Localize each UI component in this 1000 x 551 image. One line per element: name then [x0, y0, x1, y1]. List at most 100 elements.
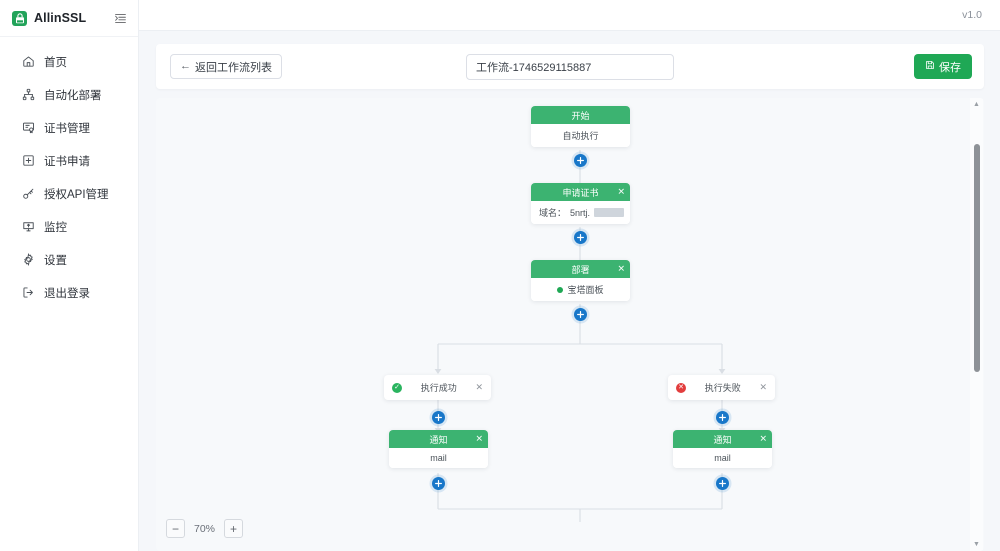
- menu-collapse-icon[interactable]: [112, 10, 128, 26]
- scrollbar-thumb[interactable]: [973, 144, 980, 372]
- add-node-button-failure-branch[interactable]: [715, 411, 729, 424]
- logout-icon: [22, 286, 35, 299]
- flow-connectors: [434, 150, 726, 522]
- zoom-out-button[interactable]: −: [166, 519, 185, 538]
- sidebar-item-label: 证书申请: [44, 155, 90, 168]
- node-header: 部署 ✕: [531, 260, 630, 278]
- sidebar-item-label: 监控: [44, 221, 67, 234]
- workflow-node-start[interactable]: 开始 自动执行: [531, 106, 630, 147]
- add-node-button-after-start[interactable]: [573, 154, 587, 167]
- sidebar-item-cert-apply[interactable]: 证书申请: [0, 144, 138, 177]
- brand-name: AllinSSL: [34, 11, 87, 25]
- sidebar-item-label: 退出登录: [44, 287, 90, 300]
- error-glyph: ✕: [678, 384, 684, 391]
- zoom-level-value: 70%: [194, 522, 216, 535]
- add-node-button-after-deploy[interactable]: [573, 308, 587, 321]
- zoom-in-button[interactable]: +: [224, 519, 244, 538]
- add-node-button-after-notify-failure[interactable]: [715, 477, 729, 490]
- workflow-toolbar: ← 返回工作流列表 保存: [156, 44, 984, 89]
- plus-square-icon: [22, 154, 35, 167]
- node-body-prefix: 域名：: [539, 208, 567, 218]
- back-button-label: 返回工作流列表: [195, 61, 272, 74]
- save-button[interactable]: 保存: [914, 54, 972, 79]
- canvas-vertical-scrollbar[interactable]: ▲ ▼: [970, 98, 983, 551]
- sidebar-item-label: 证书管理: [44, 122, 90, 135]
- node-title: 通知: [713, 434, 732, 445]
- sidebar-item-settings[interactable]: 设置: [0, 243, 138, 276]
- node-close-icon[interactable]: ✕: [475, 433, 483, 444]
- node-body-text: 自动执行: [562, 131, 599, 141]
- sidebar-item-label: 自动化部署: [44, 89, 102, 102]
- branch-close-icon[interactable]: ✕: [475, 382, 483, 392]
- node-header: 通知 ✕: [389, 430, 488, 448]
- save-disk-icon: [925, 60, 935, 73]
- workflow-node-apply-certificate[interactable]: 申请证书 ✕ 域名： 5nrtj.: [531, 183, 630, 224]
- add-node-button-after-notify-success[interactable]: [431, 477, 445, 490]
- sitemap-icon: [22, 88, 35, 101]
- redacted-domain-block: [594, 208, 624, 217]
- add-node-button-after-apply[interactable]: [573, 231, 587, 244]
- workflow-canvas[interactable]: 开始 自动执行 申请证书 ✕ 域名：: [156, 98, 984, 551]
- sidebar-item-monitor[interactable]: 监控: [0, 210, 138, 243]
- monitor-icon: [22, 220, 35, 233]
- node-close-icon[interactable]: ✕: [617, 263, 625, 274]
- node-body: mail: [673, 448, 772, 468]
- workflow-branch-success[interactable]: ✓ 执行成功 ✕: [384, 375, 491, 400]
- node-close-icon[interactable]: ✕: [617, 186, 625, 197]
- node-body-text: 5nrtj.: [570, 207, 591, 218]
- workflow-name-input[interactable]: [466, 53, 674, 80]
- workflow-canvas-container[interactable]: 开始 自动执行 申请证书 ✕ 域名：: [156, 98, 984, 551]
- brand-header: AllinSSL: [0, 0, 138, 37]
- error-circle-icon: ✕: [676, 382, 686, 393]
- sidebar-item-logout[interactable]: 退出登录: [0, 276, 138, 309]
- node-body-text: mail: [714, 453, 731, 463]
- workflow-node-deploy[interactable]: 部署 ✕ 宝塔面板: [531, 260, 630, 301]
- save-button-label: 保存: [939, 61, 961, 74]
- add-node-button-success-branch[interactable]: [431, 411, 445, 424]
- branch-label: 执行失败: [704, 383, 741, 393]
- node-title: 申请证书: [562, 187, 599, 198]
- node-body: 域名： 5nrtj.: [531, 201, 630, 224]
- branch-close-icon[interactable]: ✕: [759, 382, 767, 392]
- arrow-left-icon: ←: [180, 60, 191, 72]
- sidebar-item-label: 首页: [44, 56, 67, 69]
- check-glyph: ✓: [394, 384, 400, 391]
- top-bar: v1.0: [139, 0, 1000, 31]
- node-header: 通知 ✕: [673, 430, 772, 448]
- check-circle-icon: ✓: [392, 382, 402, 393]
- lock-icon: [12, 10, 27, 26]
- node-title: 通知: [429, 434, 448, 445]
- sidebar-item-home[interactable]: 首页: [0, 45, 138, 78]
- sidebar-item-label: 授权API管理: [44, 188, 109, 201]
- scroll-down-arrow-icon[interactable]: ▼: [973, 541, 980, 548]
- node-body-text: mail: [430, 453, 447, 463]
- node-title: 开始: [571, 110, 590, 121]
- sidebar-item-auto-deploy[interactable]: 自动化部署: [0, 78, 138, 111]
- main-area: v1.0 ← 返回工作流列表 保存: [139, 0, 1000, 551]
- workflow-node-notify-success[interactable]: 通知 ✕ mail: [389, 430, 488, 468]
- node-header: 申请证书 ✕: [531, 183, 630, 201]
- node-body: 自动执行: [531, 124, 630, 147]
- scroll-up-arrow-icon[interactable]: ▲: [973, 101, 980, 108]
- node-body: mail: [389, 448, 488, 468]
- node-close-icon[interactable]: ✕: [759, 433, 767, 444]
- workflow-node-notify-failure[interactable]: 通知 ✕ mail: [673, 430, 772, 468]
- sidebar-item-cert-manage[interactable]: 证书管理: [0, 111, 138, 144]
- sidebar-item-api-auth[interactable]: 授权API管理: [0, 177, 138, 210]
- sidebar: AllinSSL 首页: [0, 0, 139, 551]
- sidebar-item-label: 设置: [44, 254, 67, 267]
- workflow-branch-failure[interactable]: ✕ 执行失败 ✕: [668, 375, 775, 400]
- node-body: 宝塔面板: [531, 278, 630, 301]
- home-icon: [22, 55, 35, 68]
- gear-icon: [22, 253, 35, 266]
- provider-dot-icon: [557, 286, 564, 293]
- branch-label: 执行成功: [420, 383, 457, 393]
- sidebar-nav: 首页 自动化部署: [0, 37, 138, 309]
- scrollbar-track[interactable]: [970, 111, 983, 538]
- node-header: 开始: [531, 106, 630, 124]
- certificate-icon: [22, 121, 35, 134]
- app-version: v1.0: [962, 9, 982, 21]
- toolbar-wrapper: ← 返回工作流列表 保存: [139, 31, 1000, 89]
- back-to-workflow-list-button[interactable]: ← 返回工作流列表: [170, 54, 282, 79]
